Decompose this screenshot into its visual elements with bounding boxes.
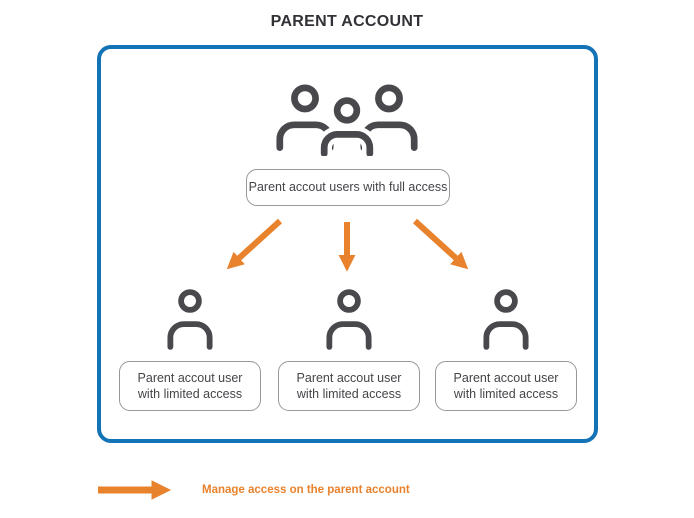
arrow-right-icon	[98, 480, 172, 500]
users-group-icon	[276, 84, 418, 156]
arrow-down-icon	[226, 218, 469, 272]
limited-access-label: Parent accout user with limited access	[137, 370, 243, 402]
legend-label: Manage access on the parent account	[202, 484, 410, 496]
arrow-down-right-icon	[412, 218, 469, 270]
user-icon	[483, 289, 529, 350]
limited-access-label: Parent accout user with limited access	[296, 370, 402, 402]
full-access-label: Parent accout users with full access	[248, 180, 448, 195]
legend: Manage access on the parent account	[95, 480, 410, 500]
user-icon	[167, 289, 213, 350]
limited-access-label-box: Parent accout user with limited access	[119, 361, 261, 411]
limited-access-label-box: Parent accout user with limited access	[278, 361, 420, 411]
full-access-label-box: Parent accout users with full access	[246, 169, 450, 206]
user-icon	[326, 289, 372, 350]
limited-access-label: Parent accout user with limited access	[453, 370, 559, 402]
limited-access-label-box: Parent accout user with limited access	[435, 361, 577, 411]
arrow-down-left-icon	[226, 218, 283, 270]
diagram-title: PARENT ACCOUNT	[270, 13, 424, 30]
